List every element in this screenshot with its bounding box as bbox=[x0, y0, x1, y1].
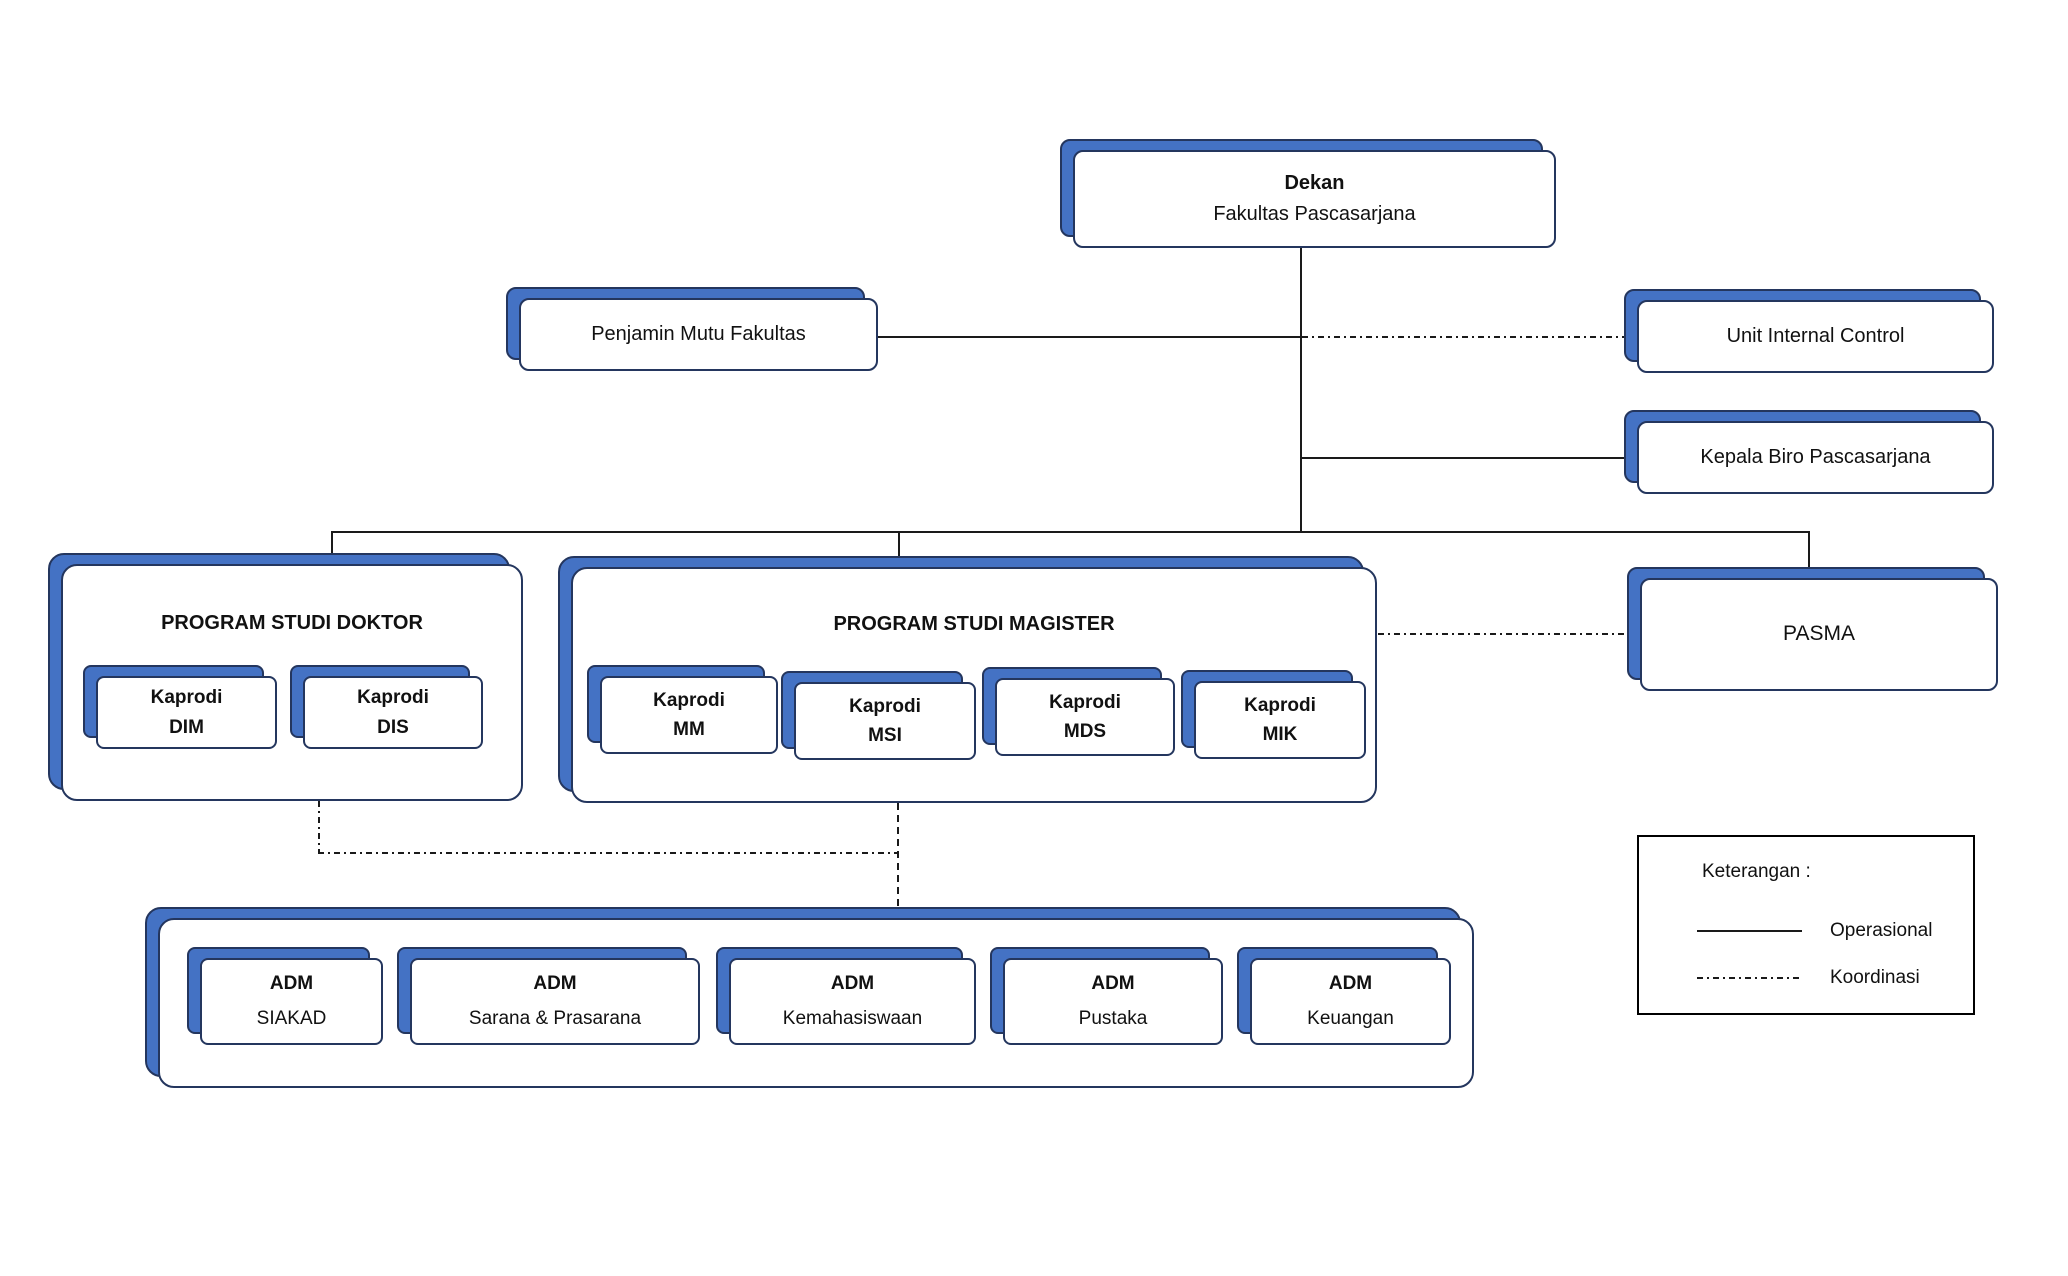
node-label-line1: Kaprodi bbox=[849, 695, 921, 717]
legend-koordinasi-label: Koordinasi bbox=[1830, 967, 1920, 988]
node-label-line1: ADM bbox=[1328, 973, 1373, 995]
node-kaprodi-dis: Kaprodi DIS bbox=[290, 665, 483, 749]
connector-drop-magister bbox=[898, 531, 900, 556]
connector-pasma-koordinasi bbox=[1378, 633, 1627, 635]
node-label-line2: MSI bbox=[868, 725, 902, 746]
node-dekan: Dekan Fakultas Pascasarjana bbox=[1060, 139, 1556, 248]
connector-main-horizontal bbox=[331, 531, 1810, 533]
connector-dekan-trunk bbox=[1300, 248, 1302, 533]
node-kaprodi-mds: Kaprodi MDS bbox=[982, 667, 1175, 756]
connector-drop-pasma bbox=[1808, 531, 1810, 567]
node-label-line2: MDS bbox=[1063, 721, 1107, 742]
node-label: Penjamin Mutu Fakultas bbox=[591, 323, 806, 345]
node-label-line1: ADM bbox=[533, 973, 577, 995]
node-label-line2: SIAKAD bbox=[256, 1007, 327, 1029]
connector-penjamin-operasional bbox=[878, 336, 1302, 338]
connector-doktor-koordinasi-vertical bbox=[318, 801, 320, 853]
node-label-line2: MM bbox=[673, 719, 705, 740]
node-label-line2: Pustaka bbox=[1078, 1007, 1148, 1029]
legend-box: Keterangan : Operasional Koordinasi bbox=[1637, 835, 1975, 1015]
legend-row-operasional: Operasional bbox=[1697, 920, 1932, 942]
node-label: Unit Internal Control bbox=[1726, 325, 1905, 347]
node-kaprodi-dim: Kaprodi DIM bbox=[83, 665, 277, 749]
node-label-line1: Kaprodi bbox=[150, 687, 223, 709]
node-adm-keuangan: ADM Keuangan bbox=[1237, 947, 1451, 1045]
node-label-line1: Kaprodi bbox=[357, 687, 429, 709]
legend-operasional-line bbox=[1697, 930, 1802, 932]
node-label-line2: Kemahasiswaan bbox=[782, 1007, 923, 1029]
node-adm-siakad: ADM SIAKAD bbox=[187, 947, 383, 1045]
legend-koordinasi-line bbox=[1697, 977, 1802, 979]
connector-drop-doktor bbox=[331, 531, 333, 553]
node-label-line2: DIS bbox=[377, 716, 409, 738]
connector-magister-adm-vertical bbox=[897, 803, 899, 907]
node-label-line1: ADM bbox=[830, 973, 875, 995]
node-label-line2: Sarana & Prasarana bbox=[468, 1007, 642, 1029]
node-label-line2: Keuangan bbox=[1307, 1007, 1394, 1029]
legend-row-koordinasi: Koordinasi bbox=[1697, 967, 1920, 989]
node-pasma: PASMA bbox=[1627, 567, 1998, 691]
node-label-line1: ADM bbox=[1091, 973, 1135, 995]
node-kaprodi-mm: Kaprodi MM bbox=[587, 665, 778, 754]
connector-koordinasi-horizontal bbox=[318, 852, 898, 854]
group-title: PROGRAM STUDI MAGISTER bbox=[833, 613, 1115, 635]
node-subtitle: Fakultas Pascasarjana bbox=[1213, 203, 1416, 225]
node-label-line2: MIK bbox=[1262, 724, 1298, 745]
node-kaprodi-msi: Kaprodi MSI bbox=[781, 671, 976, 760]
legend-title: Keterangan : bbox=[1702, 861, 1811, 882]
node-kaprodi-mik: Kaprodi MIK bbox=[1181, 670, 1366, 759]
node-label-line1: ADM bbox=[269, 973, 314, 995]
node-label: PASMA bbox=[1783, 622, 1855, 646]
node-label: Kepala Biro Pascasarjana bbox=[1700, 446, 1931, 468]
node-adm-sarana-prasarana: ADM Sarana & Prasarana bbox=[397, 947, 700, 1045]
connector-kepala-biro-operasional bbox=[1300, 457, 1624, 459]
node-label-line1: Kaprodi bbox=[1244, 694, 1316, 716]
node-label-line1: Kaprodi bbox=[1049, 691, 1121, 713]
node-kepala-biro: Kepala Biro Pascasarjana bbox=[1624, 410, 1994, 494]
legend-operasional-label: Operasional bbox=[1830, 920, 1933, 941]
connector-unit-internal-koordinasi bbox=[1302, 336, 1624, 338]
node-title: Dekan bbox=[1284, 172, 1345, 194]
node-penjamin-mutu: Penjamin Mutu Fakultas bbox=[506, 287, 878, 371]
node-unit-internal-control: Unit Internal Control bbox=[1624, 289, 1994, 373]
node-adm-kemahasiswaan: ADM Kemahasiswaan bbox=[716, 947, 976, 1045]
node-adm-pustaka: ADM Pustaka bbox=[990, 947, 1223, 1045]
group-title: PROGRAM STUDI DOKTOR bbox=[161, 612, 423, 634]
node-label-line2: DIM bbox=[169, 716, 204, 738]
node-label-line1: Kaprodi bbox=[653, 689, 725, 711]
